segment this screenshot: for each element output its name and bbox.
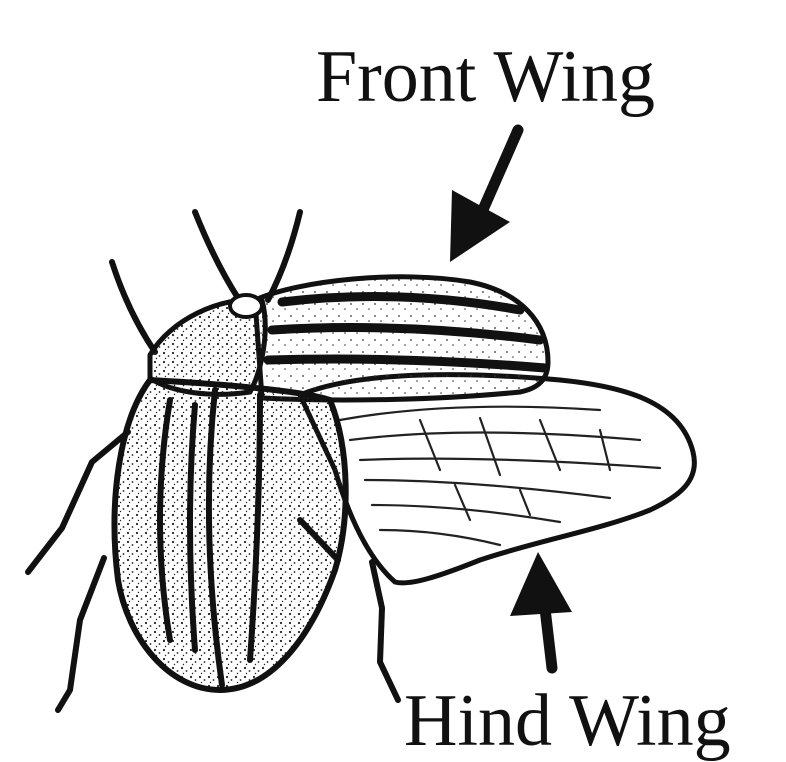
beetle-body (115, 380, 346, 690)
hind-wing (300, 375, 694, 583)
hind-wing-arrow-icon (510, 552, 572, 668)
front-wing (255, 277, 548, 400)
front-wing-label: Front Wing (316, 40, 655, 114)
front-wing-arrow-icon (450, 130, 518, 262)
hind-wing-label: Hind Wing (404, 684, 731, 758)
